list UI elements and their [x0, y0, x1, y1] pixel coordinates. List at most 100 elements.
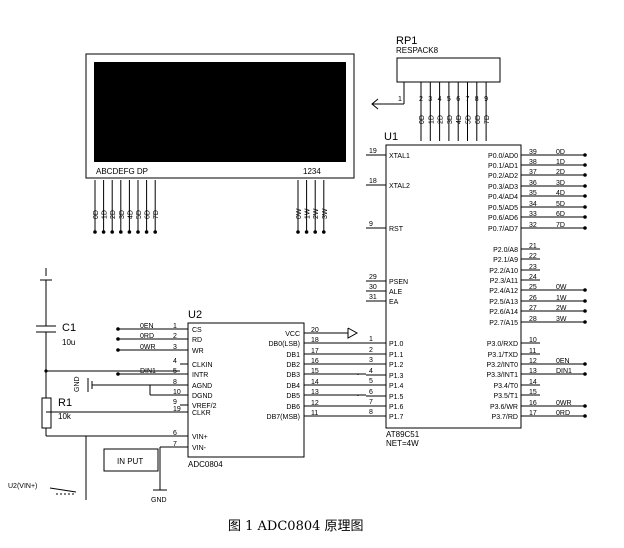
u2-right-pin-name: DB1: [286, 352, 300, 359]
u2-part: ADC0804: [188, 460, 223, 469]
gnd-symbol-agnd: GND: [74, 376, 151, 395]
u1-right-pin-net: 2W: [556, 305, 567, 312]
u1-right-pin-net: 1D: [556, 159, 565, 166]
u1-right-pin-name: P2.7/A15: [489, 320, 518, 327]
u1-right-pin-name: P2.0/A8: [493, 247, 518, 254]
lcd-outline: [85, 53, 355, 179]
u1-left-pin-num: 18: [369, 178, 377, 185]
u2-left-pin-name: WR: [192, 348, 204, 355]
u1-right-pin-num: 22: [529, 253, 537, 260]
u1-right-pin-num: 11: [529, 348, 536, 355]
u2-left-pin-name: CLKR: [192, 410, 211, 417]
u1-right-pin-name: P2.1/A9: [493, 257, 518, 264]
u1-right-pin-num: 28: [529, 316, 537, 323]
c1-ref: C1: [62, 322, 76, 334]
u1-right-pin-num: 16: [529, 400, 537, 407]
lcd-seg-pin-end: [153, 230, 157, 234]
u2-right-pin-name: DB6: [286, 404, 300, 411]
u2-left-pin-num: 6: [173, 430, 177, 437]
rp1-common-num: 1: [398, 96, 402, 103]
u1-right-pin-name: P0.3/AD3: [488, 184, 518, 191]
u1-right-pin-net: 3W: [556, 316, 567, 323]
u2-left-pin-name: VIN-: [192, 445, 207, 452]
rp1-pin-net: 6D: [475, 115, 482, 124]
lcd-seg-pin-end: [93, 230, 97, 234]
u1-right-pin-name: P2.5/A13: [489, 299, 518, 306]
lcd-seg-pin-label: 5D: [136, 210, 143, 219]
u2-right-pin-name: DB4: [286, 383, 300, 390]
lcd-digit-label: 1234: [303, 167, 321, 176]
rp1-pin-num: 3: [428, 96, 432, 103]
u1-right-pin-name: P3.6/WR: [490, 404, 518, 411]
u2-right-pin-num: 16: [311, 358, 319, 365]
rp1-pin-net: 3D: [447, 115, 454, 124]
u1-left-pin-name: P1.0: [389, 341, 404, 348]
u1-left-pin-name: P1.5: [389, 394, 404, 401]
u1-right-pin-num: 23: [529, 264, 537, 271]
lcd-seg-pin-end: [101, 230, 106, 234]
u1-left-pin-name: P1.4: [389, 383, 404, 390]
u2-left-pin-net: 0WR: [140, 344, 156, 351]
rp1-pin-num: 9: [484, 96, 488, 103]
rp1-pin-num: 5: [447, 96, 451, 103]
u2-left-pin-num: 4: [173, 358, 177, 365]
u1-right-pin-end: [583, 163, 587, 167]
u2-left-pin-num: 1: [173, 323, 177, 330]
u1-right-pin-net: 6D: [556, 211, 565, 218]
u1-at89c51: U1 AT89C51 NET=4W 19XTAL118XTAL29RST29PS…: [366, 131, 587, 448]
u1-right-pin-end: [583, 299, 587, 303]
u1-body: [385, 144, 522, 429]
u1-left-pins: 19XTAL118XTAL29RST29PSEN30ALE31EA1P1.02P…: [366, 148, 410, 421]
u1-right-pin-end: [583, 226, 587, 230]
lcd-seg-pin-label: 2D: [110, 210, 117, 219]
u1-right-pin-name: P0.1/AD1: [488, 163, 518, 170]
u2-left-pin-end: [116, 372, 120, 376]
u2-left-pin-num: 3: [173, 344, 177, 351]
lcd-digit-pin-label: 0W: [296, 208, 303, 219]
rp1-ref: RP1: [396, 35, 417, 47]
u1-right-pin-net: 7D: [556, 222, 565, 229]
u1-right-pin-name: P2.3/A11: [490, 278, 518, 285]
u1-left-pin-name: P1.6: [389, 404, 404, 411]
u2-right-pin-num: 15: [311, 368, 319, 375]
u2-left-pin-num: 2: [173, 333, 177, 340]
u2-right-pin-name: DB2: [286, 362, 300, 369]
u1-right-pin-end: [583, 309, 587, 313]
u2-adc0804: U2 ADC0804 1CS0EN2RD0RD3WR0WR4CLKIN5INTR…: [45, 309, 366, 469]
lcd-digit-pin-label: 1W: [305, 208, 312, 219]
u1-right-pin-num: 36: [529, 180, 537, 187]
u2-right-pin-num: 14: [311, 379, 319, 386]
u2-right-pin-num: 20: [311, 327, 319, 334]
u1-left-pin-name: P1.3: [389, 373, 404, 380]
u2-right-pin-num: 17: [311, 348, 319, 355]
u1-right-pin-name: P0.7/AD7: [488, 226, 518, 233]
input-label: IN PUT: [117, 457, 143, 466]
u1-right-pin-end: [583, 372, 587, 376]
u1-left-pin-num: 31: [369, 294, 377, 301]
u2-right-pin-num: 13: [311, 389, 319, 396]
u1-left-pin-name: XTAL2: [389, 183, 410, 190]
u1-right-pin-num: 26: [529, 295, 537, 302]
u2-right-pin-num: 12: [311, 400, 319, 407]
u1-left-pin-num: 6: [369, 389, 373, 396]
rp1-pin-net: 2D: [438, 115, 445, 124]
u2-right-pin-num: 11: [311, 410, 318, 417]
r1-ref: R1: [58, 397, 72, 409]
lcd-digit-pin-label: 2W: [313, 208, 320, 219]
lcd-seg-pin-label: 7D: [153, 210, 160, 219]
u2-left-pin-end: [116, 348, 120, 352]
vcc-arrow-icon: [347, 327, 359, 339]
rp1-pin-num: 7: [466, 96, 470, 103]
rp1-pin-net: 1D: [428, 115, 435, 124]
lcd-digit-pin-end: [322, 230, 326, 234]
u1-right-pin-end: [583, 414, 587, 418]
u1-right-pin-end: [583, 153, 587, 157]
u2-right-pin-name: VCC: [285, 331, 300, 338]
lcd-digit-pin-label: 3W: [322, 208, 329, 219]
u1-net: NET=4W: [386, 439, 419, 448]
rp1-pin-net: 0D: [419, 115, 426, 124]
u1-right-pin-num: 24: [529, 274, 537, 281]
u2-left-pin-num: 10: [173, 389, 181, 396]
u1-right-pin-end: [583, 184, 587, 188]
